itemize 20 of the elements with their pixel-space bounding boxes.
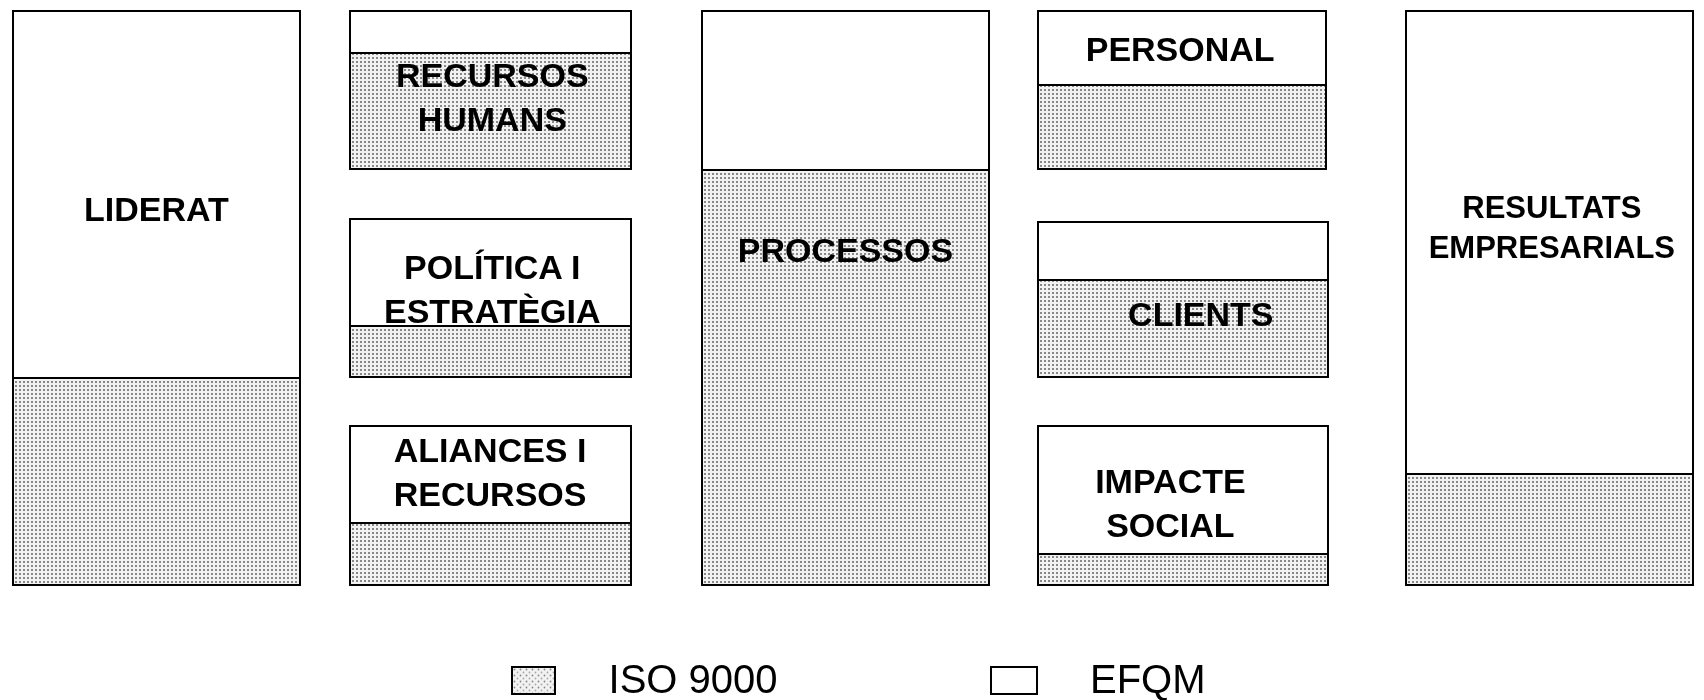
criterion-box [1405, 9, 1695, 586]
criterion-box [348, 424, 633, 586]
legend-label: ISO 9000 [608, 658, 778, 699]
criterion-box [1036, 424, 1330, 586]
criterion-label: CLIENTS [1127, 293, 1275, 335]
criterion-box [700, 9, 990, 586]
criterion-box [1036, 220, 1330, 379]
criterion-label: PERSONAL [1084, 28, 1276, 70]
legend-label: EFQM [1090, 658, 1206, 699]
criterion-label: ALIANCES I RECURSOS [392, 429, 588, 515]
criterion-label: LIDERAT [83, 188, 230, 230]
criterion-label: RESULTATS EMPRESARIALS [1427, 188, 1676, 268]
criterion-box [11, 9, 301, 586]
criterion-box [348, 9, 633, 170]
criterion-box [1036, 9, 1327, 170]
criterion-label: RECURSOS HUMANS [394, 54, 590, 140]
criterion-label: POLÍTICA I ESTRATÈGIA [382, 246, 602, 333]
criterion-label: IMPACTE SOCIAL [1094, 460, 1247, 547]
criterion-label: PROCESSOS [736, 229, 955, 271]
criterion-box [348, 218, 633, 379]
